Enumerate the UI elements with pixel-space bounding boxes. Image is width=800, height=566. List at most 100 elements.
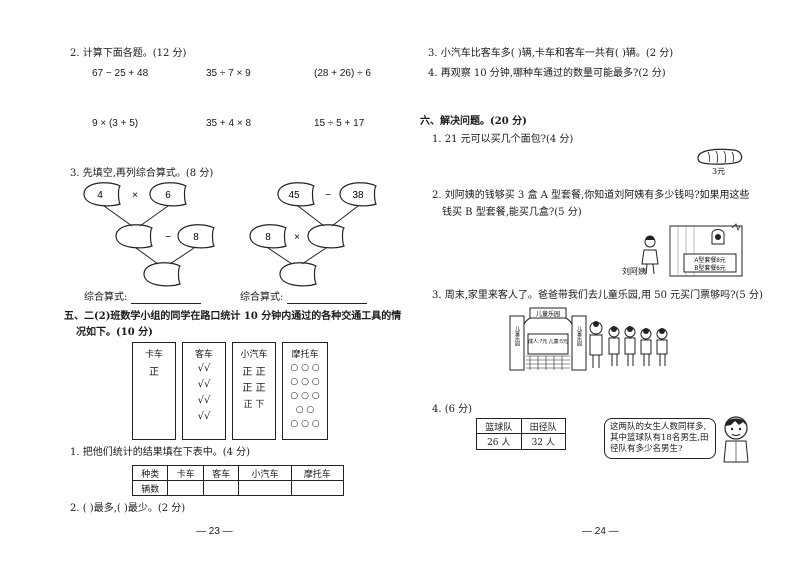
tree-operator: × bbox=[294, 232, 300, 243]
table-row-label: 辆数 bbox=[131, 480, 169, 496]
tree-value: 8 bbox=[265, 232, 271, 243]
tally-mark: √√ bbox=[197, 411, 211, 422]
question-4-right: 4. 再观察 10 分钟,哪种车通过的数量可能最多?(2 分) bbox=[428, 68, 666, 79]
answer-cell[interactable] bbox=[202, 480, 240, 496]
tally-column-bus: 客车 √√ √√ √√ √√ bbox=[182, 342, 226, 440]
question-2b: 2. ( )最多,( )最少。(2 分) bbox=[70, 503, 186, 514]
tally-mark: 正 bbox=[149, 367, 159, 378]
question-3-title: 3. 先填空,再列综合算式。(8 分) bbox=[70, 168, 214, 179]
table-header: 小汽车 bbox=[238, 465, 292, 481]
formula-answer-blank[interactable] bbox=[130, 293, 201, 304]
answer-cell[interactable] bbox=[290, 480, 345, 496]
calc-item: 9 × (3 + 5) bbox=[92, 118, 139, 129]
section-5-title-cont: 况如下。(10 分) bbox=[76, 327, 153, 338]
bread-price: 3元 bbox=[712, 167, 726, 176]
table-header: 摩托车 bbox=[290, 465, 345, 481]
formula-label: 综合算式: bbox=[240, 292, 284, 303]
calc-item: 35 ÷ 7 × 9 bbox=[206, 68, 251, 79]
tally-mark: √√ bbox=[197, 379, 211, 390]
table-cell: 32 人 bbox=[520, 433, 566, 450]
leaf-shape bbox=[339, 182, 378, 207]
tree-operator: − bbox=[325, 190, 331, 201]
tree-operator: − bbox=[165, 232, 171, 243]
tally-mark: ○ ○ ○ bbox=[290, 363, 320, 373]
leaf-shape bbox=[177, 224, 216, 249]
shop-illustration: A型套餐8元 B型套餐6元 bbox=[641, 223, 743, 277]
tree-value: 6 bbox=[165, 190, 171, 201]
formula-label: 综合算式: bbox=[84, 292, 128, 303]
family-illustration bbox=[589, 321, 668, 368]
problem-2-line1: 2. 刘阿姨的钱够买 3 盒 A 型套餐,你知道刘阿姨有多少钱吗?如果用这些 bbox=[432, 190, 750, 201]
tally-mark: ○ ○ ○ bbox=[290, 377, 320, 387]
tally-column-truck: 卡车 正 bbox=[132, 342, 176, 440]
section-5-title: 五、二(2)班数学小组的同学在路口统计 10 分钟内通过的各种交通工具的情 bbox=[64, 311, 402, 322]
calc-item: 67 − 25 + 48 bbox=[92, 68, 149, 79]
park-sign: 儿童乐园 bbox=[536, 310, 560, 318]
answer-cell[interactable] bbox=[167, 480, 204, 496]
tally-mark: ○ ○ ○ bbox=[290, 391, 320, 401]
calc-item: 35 + 4 × 8 bbox=[206, 118, 252, 129]
leaf-shape bbox=[143, 262, 182, 287]
bread-icon bbox=[697, 148, 743, 165]
table-header: 客车 bbox=[202, 465, 240, 481]
tally-mark: √√ bbox=[197, 395, 211, 406]
formula-answer-blank[interactable] bbox=[286, 293, 367, 304]
team-table: 篮球队 田径队 26 人 32 人 bbox=[476, 418, 566, 450]
calc-tree-diagram-2: 45 − 38 8 × bbox=[249, 182, 378, 287]
boy-illustration bbox=[723, 416, 749, 463]
calc-item: (28 + 26) ÷ 6 bbox=[314, 68, 371, 79]
tally-mark: ○ ○ ○ bbox=[290, 419, 320, 429]
table-header: 篮球队 bbox=[476, 418, 522, 434]
page-number: — 24 — bbox=[582, 526, 619, 537]
tally-header: 小汽车 bbox=[240, 350, 268, 360]
park-ticket-price: 成人:7元 儿童:5元 bbox=[528, 338, 568, 345]
vehicle-count-table: 种类 卡车 客车 小汽车 摩托车 辆数 bbox=[131, 465, 345, 496]
tally-mark: ○ ○ bbox=[295, 405, 315, 415]
park-side-sign-right: 儿童乐园 bbox=[576, 325, 582, 347]
table-header: 种类 bbox=[131, 465, 169, 481]
tally-mark: 正 正 bbox=[242, 383, 266, 394]
aunt-label: 刘阿姨 bbox=[622, 267, 646, 276]
table-cell: 26 人 bbox=[476, 433, 522, 450]
page-number: — 23 — bbox=[196, 526, 233, 537]
calc-item: 15 ÷ 5 + 17 bbox=[314, 118, 365, 129]
section-6-title: 六、解决问题。(20 分) bbox=[420, 116, 527, 127]
park-side-sign-left: 儿童乐园 bbox=[514, 325, 520, 347]
park-gate-illustration: 儿童乐园 成人:7元 儿童:5元 儿童乐园 儿童乐园 bbox=[509, 307, 587, 371]
table-header: 田径队 bbox=[520, 418, 566, 434]
tally-mark: √√ bbox=[197, 363, 211, 374]
speech-bubble: 这两队的女生人数同样多,其中篮球队有18名男生,田径队有多少名男生? bbox=[604, 418, 716, 459]
tree-value: 38 bbox=[352, 190, 364, 201]
tally-column-motorcycle: 摩托车 ○ ○ ○ ○ ○ ○ ○ ○ ○ ○ ○ ○ ○ ○ bbox=[282, 342, 328, 440]
menu-a-label: A型套餐8元 bbox=[694, 256, 725, 264]
tally-column-car: 小汽车 正 正 正 正 正 下 bbox=[232, 342, 276, 440]
calc-tree-diagram-1: 4 × 6 − 8 bbox=[83, 182, 216, 287]
question-2-title: 2. 计算下面各题。(12 分) bbox=[70, 48, 187, 59]
problem-3: 3. 周末,家里来客人了。爸爸带我们去儿童乐园,用 50 元买门票够吗?(5 分… bbox=[432, 290, 763, 301]
leaf-shape bbox=[307, 224, 346, 249]
problem-2-line2: 钱买 B 型套餐,能买几盒?(5 分) bbox=[442, 207, 582, 218]
tree-value: 4 bbox=[97, 190, 103, 201]
tree-value: 8 bbox=[193, 232, 199, 243]
tally-header: 客车 bbox=[194, 350, 213, 360]
tree-value: 45 bbox=[288, 190, 300, 201]
formula-line-1: 综合算式: bbox=[84, 292, 201, 304]
table-header: 卡车 bbox=[167, 465, 204, 481]
leaf-shape bbox=[149, 182, 188, 207]
problem-4: 4. (6 分) bbox=[432, 404, 473, 415]
formula-line-2: 综合算式: bbox=[240, 292, 367, 304]
leaf-shape bbox=[83, 182, 122, 207]
tally-header: 摩托车 bbox=[291, 350, 319, 360]
question-3-right: 3. 小汽车比客车多( )辆,卡车和客车一共有( )辆。(2 分) bbox=[428, 48, 674, 59]
menu-b-label: B型套餐6元 bbox=[694, 264, 725, 272]
answer-cell[interactable] bbox=[238, 480, 292, 496]
leaf-shape bbox=[277, 182, 316, 207]
leaf-shape bbox=[115, 224, 154, 249]
question-1-title: 1. 把他们统计的结果填在下表中。(4 分) bbox=[70, 447, 251, 458]
tally-header: 卡车 bbox=[144, 350, 163, 360]
leaf-shape bbox=[249, 224, 288, 249]
leaf-shape bbox=[279, 262, 318, 287]
tally-mark: 正 正 bbox=[242, 367, 266, 378]
tree-operator: × bbox=[132, 190, 138, 201]
problem-1: 1. 21 元可以买几个面包?(4 分) bbox=[432, 134, 574, 145]
